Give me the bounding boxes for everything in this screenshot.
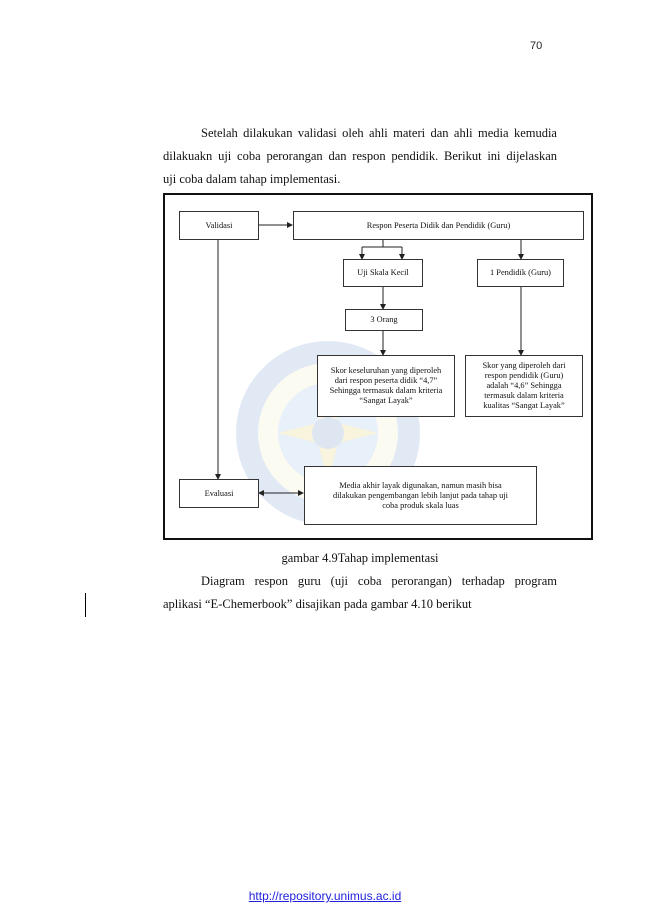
respon-box: Respon Peserta Didik dan Pendidik (Guru) bbox=[293, 211, 584, 240]
repository-link[interactable]: http://repository.unimus.ac.id bbox=[248, 889, 402, 903]
uji-skala-kecil-box: Uji Skala Kecil bbox=[343, 259, 423, 287]
skor-peserta-line: Sehingga termasuk dalam kriteria bbox=[329, 386, 443, 395]
evaluasi-box: Evaluasi bbox=[179, 479, 259, 508]
skor-guru-line: Skor yang diperoleh dari bbox=[482, 361, 566, 370]
media-akhir-line: Media akhir layak digunakan, namun masih… bbox=[339, 480, 502, 490]
validasi-box: Validasi bbox=[179, 211, 259, 240]
page-number: 70 bbox=[530, 40, 543, 52]
skor-guru-line: kualitas “Sangat Layak” bbox=[483, 401, 565, 410]
respon-label: Respon Peserta Didik dan Pendidik (Guru) bbox=[366, 220, 511, 230]
media-akhir-box: Media akhir layak digunakan, namun masih… bbox=[304, 466, 537, 525]
paragraph-line: dilakuakn uji coba perorangan dan respon… bbox=[163, 149, 557, 163]
paragraph-line: aplikasi “E-Chemerbook” disajikan pada g… bbox=[163, 597, 472, 611]
closing-paragraph: Diagram respon guru (uji coba perorangan… bbox=[163, 570, 557, 616]
pendidik-box: 1 Pendidik (Guru) bbox=[477, 259, 564, 287]
skor-guru-line: termasuk dalam kriteria bbox=[484, 391, 564, 400]
validasi-label: Validasi bbox=[205, 220, 233, 230]
orang-label: 3 Orang bbox=[370, 315, 398, 324]
margin-bar bbox=[85, 593, 86, 617]
skor-peserta-line: Skor keseluruhan yang diperoleh bbox=[330, 366, 442, 375]
intro-paragraph: Setelah dilakukan validasi oleh ahli mat… bbox=[163, 122, 557, 191]
paragraph-line: Setelah dilakukan validasi oleh ahli mat… bbox=[201, 126, 557, 140]
figure-caption: gambar 4.9Tahap implementasi bbox=[281, 551, 439, 565]
paragraph-line: Diagram respon guru (uji coba perorangan… bbox=[201, 574, 557, 588]
media-akhir-line: coba produk skala luas bbox=[382, 500, 459, 510]
skor-peserta-line: “Sangat Layak” bbox=[359, 396, 413, 405]
skor-guru-line: respon pendidik (Guru) bbox=[484, 371, 564, 380]
evaluasi-label: Evaluasi bbox=[204, 488, 234, 498]
skor-peserta-box: Skor keseluruhan yang diperoleh dari res… bbox=[317, 355, 455, 417]
skor-guru-box: Skor yang diperoleh dari respon pendidik… bbox=[465, 355, 583, 417]
skor-guru-line: adalah “4,6” Sehingga bbox=[486, 381, 562, 390]
media-akhir-line: dilakukan pengembangan lebih lanjut pada… bbox=[333, 490, 508, 500]
paragraph-line: uji coba dalam tahap implementasi. bbox=[163, 172, 341, 186]
uji-skala-kecil-label: Uji Skala Kecil bbox=[357, 268, 409, 277]
pendidik-label: 1 Pendidik (Guru) bbox=[490, 268, 551, 277]
skor-peserta-line: dari respon peserta didik “4,7” bbox=[334, 376, 438, 385]
diagram-arrows bbox=[215, 222, 524, 496]
implementation-diagram: Validasi Respon Peserta Didik dan Pendid… bbox=[163, 193, 593, 540]
orang-box: 3 Orang bbox=[345, 309, 423, 331]
